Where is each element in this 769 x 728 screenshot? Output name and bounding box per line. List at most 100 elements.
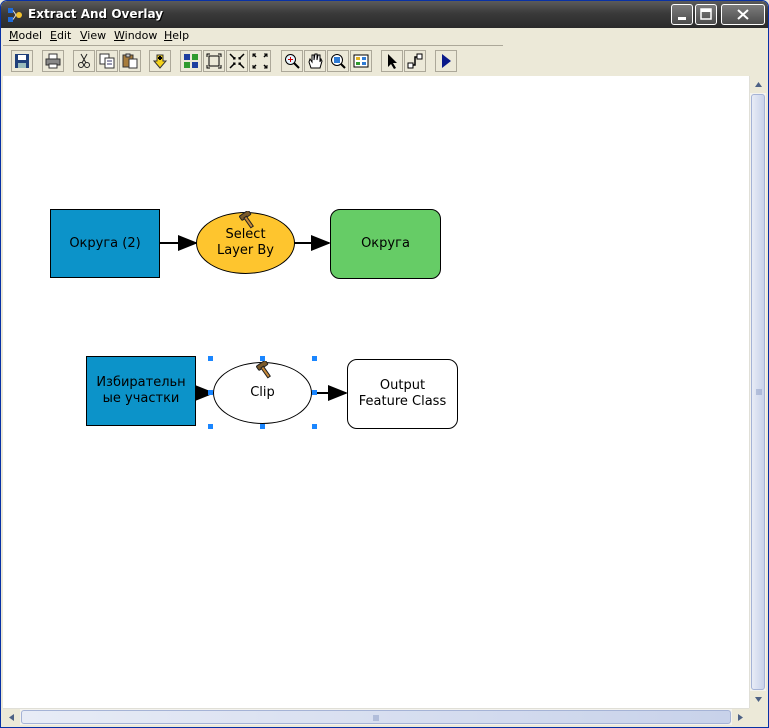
selection-handle[interactable] bbox=[260, 424, 265, 429]
input-okruga-2-node[interactable]: Округа (2) bbox=[50, 209, 160, 278]
zoom-in-icon bbox=[285, 54, 300, 69]
vertical-scrollbar[interactable] bbox=[749, 76, 767, 708]
arrow-left-icon bbox=[9, 714, 14, 721]
menu-window[interactable]: Window bbox=[114, 29, 157, 42]
menu-help-label: elp bbox=[172, 29, 190, 42]
minimize-icon bbox=[678, 17, 686, 20]
zoom-to-data-button[interactable] bbox=[327, 50, 349, 72]
fixed-zoom-out-button[interactable] bbox=[249, 50, 271, 72]
fixed-zoom-in-button[interactable] bbox=[226, 50, 248, 72]
full-extent-button[interactable] bbox=[203, 50, 225, 72]
scroll-up-button[interactable] bbox=[750, 76, 767, 93]
close-icon bbox=[737, 9, 749, 20]
auto-layout-button[interactable] bbox=[180, 50, 202, 72]
menu-view[interactable]: View bbox=[80, 29, 106, 42]
selection-handle[interactable] bbox=[312, 390, 317, 395]
clip-label: Clip bbox=[250, 385, 275, 400]
print-icon bbox=[45, 53, 61, 69]
select-pointer-button[interactable] bbox=[381, 50, 403, 72]
menu-help-mnemonic: H bbox=[164, 29, 173, 42]
clip-tool-node[interactable]: Clip bbox=[213, 362, 312, 424]
hammer-icon bbox=[239, 211, 254, 229]
auto-layout-icon bbox=[184, 54, 198, 68]
save-button[interactable] bbox=[11, 50, 33, 72]
selection-handle[interactable] bbox=[208, 390, 213, 395]
selection-handle[interactable] bbox=[208, 356, 213, 361]
fixed-zoom-out-icon bbox=[252, 53, 268, 69]
toolbar bbox=[3, 48, 768, 75]
connector-layer bbox=[159, 235, 348, 401]
paste-icon bbox=[122, 53, 138, 69]
pan-button[interactable] bbox=[304, 50, 326, 72]
connect-button[interactable] bbox=[404, 50, 426, 72]
scroll-down-button[interactable] bbox=[750, 691, 767, 708]
maximize-button[interactable] bbox=[695, 4, 717, 25]
output-feature-class-line2: Feature Class bbox=[358, 394, 447, 409]
menu-model[interactable]: Model bbox=[9, 29, 42, 42]
hammer-icon bbox=[256, 361, 271, 379]
select-layer-by-line1: Select bbox=[225, 227, 266, 242]
run-button[interactable] bbox=[435, 50, 457, 72]
menu-view-label: iew bbox=[87, 29, 107, 42]
arrow-down-icon bbox=[755, 697, 762, 702]
output-feature-class-line1: Output bbox=[379, 378, 426, 393]
overview-icon bbox=[353, 54, 369, 68]
output-okruga-node[interactable]: Округа bbox=[330, 209, 441, 279]
selection-handle[interactable] bbox=[208, 424, 213, 429]
menu-edit[interactable]: Edit bbox=[50, 29, 71, 42]
modelbuilder-icon bbox=[8, 8, 22, 22]
menu-help[interactable]: Help bbox=[164, 29, 189, 42]
close-button[interactable] bbox=[721, 4, 765, 25]
scroll-left-button[interactable] bbox=[3, 709, 20, 726]
menu-bar: Model Edit View Window Help bbox=[3, 28, 503, 46]
cut-icon bbox=[78, 53, 90, 68]
horizontal-scroll-thumb[interactable] bbox=[21, 710, 731, 724]
grip-icon bbox=[373, 715, 379, 721]
copy-icon bbox=[99, 53, 115, 69]
title-bar[interactable]: Extract And Overlay bbox=[1, 1, 768, 28]
menu-view-mnemonic: V bbox=[80, 29, 88, 42]
zoom-to-data-icon bbox=[331, 54, 346, 69]
selection-handle[interactable] bbox=[260, 356, 265, 361]
copy-button[interactable] bbox=[96, 50, 118, 72]
select-layer-by-line2: Layer By bbox=[217, 243, 274, 258]
overview-button[interactable] bbox=[350, 50, 372, 72]
add-data-button[interactable] bbox=[149, 50, 171, 72]
pan-icon bbox=[308, 53, 323, 69]
scroll-right-button[interactable] bbox=[732, 709, 749, 726]
connect-icon bbox=[407, 53, 423, 69]
zoom-in-button[interactable] bbox=[281, 50, 303, 72]
scrollbar-corner bbox=[749, 708, 766, 725]
vertical-scroll-thumb[interactable] bbox=[751, 94, 765, 690]
horizontal-scrollbar[interactable] bbox=[3, 708, 749, 726]
fixed-zoom-in-icon bbox=[229, 53, 245, 69]
input-okruga-2-label: Округа (2) bbox=[69, 235, 141, 251]
add-data-icon bbox=[152, 54, 168, 69]
arrow-right-icon bbox=[738, 714, 743, 721]
minimize-button[interactable] bbox=[671, 4, 693, 25]
input-uchastki-line1: Избирательн bbox=[96, 375, 186, 390]
menu-edit-label: dit bbox=[56, 29, 72, 42]
print-button[interactable] bbox=[42, 50, 64, 72]
input-uchastki-line2: ые участки bbox=[102, 391, 180, 406]
selection-handle[interactable] bbox=[312, 356, 317, 361]
selection-handle[interactable] bbox=[312, 424, 317, 429]
paste-button[interactable] bbox=[119, 50, 141, 72]
full-extent-icon bbox=[206, 53, 222, 69]
window-title: Extract And Overlay bbox=[28, 7, 164, 21]
grip-icon bbox=[756, 389, 762, 395]
menu-window-mnemonic: W bbox=[114, 29, 125, 42]
menu-edit-mnemonic: E bbox=[50, 29, 57, 42]
menu-window-label: indow bbox=[124, 29, 158, 42]
cut-button[interactable] bbox=[73, 50, 95, 72]
select-pointer-icon bbox=[388, 54, 397, 69]
menu-model-mnemonic: M bbox=[9, 29, 19, 42]
maximize-icon bbox=[700, 8, 712, 20]
